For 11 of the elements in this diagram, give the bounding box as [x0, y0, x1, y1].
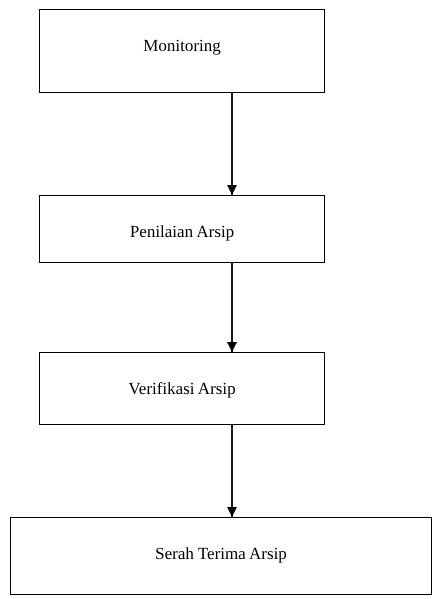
process-box	[10, 517, 432, 595]
box-label: Serah Terima Arsip	[154, 544, 288, 564]
process-box	[39, 9, 325, 93]
arrow	[227, 93, 237, 195]
process-box	[39, 352, 325, 425]
box-label: Penilaian Arsip	[128, 222, 236, 242]
arrow	[227, 425, 237, 517]
box-label: Verifikasi Arsip	[127, 379, 237, 399]
box-label: Monitoring	[142, 36, 222, 56]
process-box	[39, 195, 325, 263]
arrow	[227, 263, 237, 352]
